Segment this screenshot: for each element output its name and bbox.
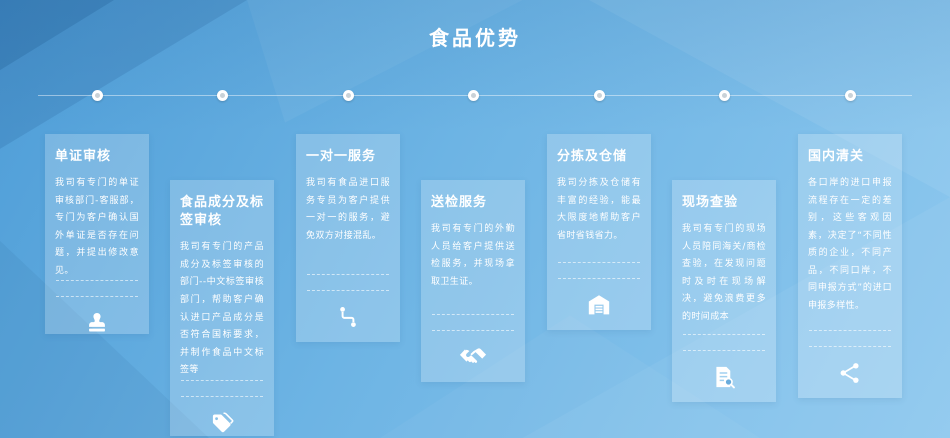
- feature-card: 一对一服务 我司有食品进口服务专员为客户提供一对一的服务，避免双方对接混乱。: [296, 134, 400, 342]
- card-title: 分拣及仓储: [557, 149, 628, 164]
- card-body: 我司有专门的现场人员陪同海关/商检查验，在发现问题时及时在现场解决，避免浪费更多…: [682, 224, 766, 322]
- card-title: 现场查验: [682, 195, 739, 210]
- dashed-divider: [56, 296, 138, 298]
- feature-card: 分拣及仓储 我司分拣及仓储有丰富的经验，能最大限度地帮助客户省时省钱省力。: [547, 134, 651, 330]
- card-body: 我司有专门的单证审核部门-客服部，专门为客户确认国外单证是否存在问题，并提出修改…: [55, 178, 139, 276]
- timeline-dot: [845, 90, 856, 101]
- stamp-icon: [55, 310, 139, 336]
- dashed-divider: [307, 290, 389, 291]
- feature-card: 送检服务 我司有专门的外勤人员给客户提供送检服务，并现场拿取卫生证。: [421, 180, 525, 382]
- timeline-dot: [217, 90, 228, 101]
- card-title: 单证审核: [55, 149, 112, 164]
- warehouse-icon: [557, 292, 641, 318]
- dashed-divider: [558, 262, 640, 263]
- card-body: 我司有专门的外勤人员给客户提供送检服务，并现场拿取卫生证。: [431, 224, 515, 287]
- feature-card: 单证审核 我司有专门的单证审核部门-客服部，专门为客户确认国外单证是否存在问题，…: [45, 134, 149, 334]
- timeline-dot: [92, 90, 103, 101]
- dashed-divider: [56, 280, 138, 282]
- card-body: 各口岸的进口申报流程存在一定的差别，这些客观因素，决定了“不同性质的企业，不同产…: [808, 178, 892, 312]
- card-title: 一对一服务: [306, 149, 377, 164]
- card-title: 国内清关: [808, 149, 865, 164]
- handshake-icon: [431, 344, 515, 370]
- timeline-dot: [594, 90, 605, 101]
- card-body: 我司分拣及仓储有丰富的经验，能最大限度地帮助客户省时省钱省力。: [557, 178, 641, 241]
- dashed-divider: [683, 350, 765, 351]
- feature-card: 现场查验 我司有专门的现场人员陪同海关/商检查验，在发现问题时及时在现场解决，避…: [672, 180, 776, 402]
- dashed-divider: [809, 330, 891, 331]
- tags-icon: [180, 410, 264, 436]
- dashed-divider: [181, 395, 263, 397]
- dashed-divider: [307, 274, 389, 275]
- card-title: 送检服务: [431, 195, 488, 210]
- inspection-icon: [682, 364, 766, 390]
- feature-card: 国内清关 各口岸的进口申报流程存在一定的差别，这些客观因素，决定了“不同性质的企…: [798, 134, 902, 398]
- timeline-dot: [468, 90, 479, 101]
- timeline-dot: [719, 90, 730, 101]
- card-body: 我司有专门的产品成分及标签审核的部门--中文标签审核部门，帮助客户确认进口产品成…: [180, 242, 264, 376]
- dashed-divider: [432, 330, 514, 331]
- dashed-divider: [683, 334, 765, 335]
- dashed-divider: [809, 346, 891, 347]
- one-to-one-icon: [306, 304, 390, 330]
- dashed-divider: [558, 278, 640, 279]
- page-title: 食品优势: [429, 26, 521, 50]
- dashed-divider: [181, 379, 263, 381]
- feature-card: 食品成分及标签审核 我司有专门的产品成分及标签审核的部门--中文标签审核部门，帮…: [170, 180, 274, 436]
- dashed-divider: [432, 314, 514, 315]
- timeline-dot: [343, 90, 354, 101]
- card-body: 我司有食品进口服务专员为客户提供一对一的服务，避免双方对接混乱。: [306, 178, 390, 241]
- share-network-icon: [808, 360, 892, 386]
- card-title: 食品成分及标签审核: [180, 195, 265, 229]
